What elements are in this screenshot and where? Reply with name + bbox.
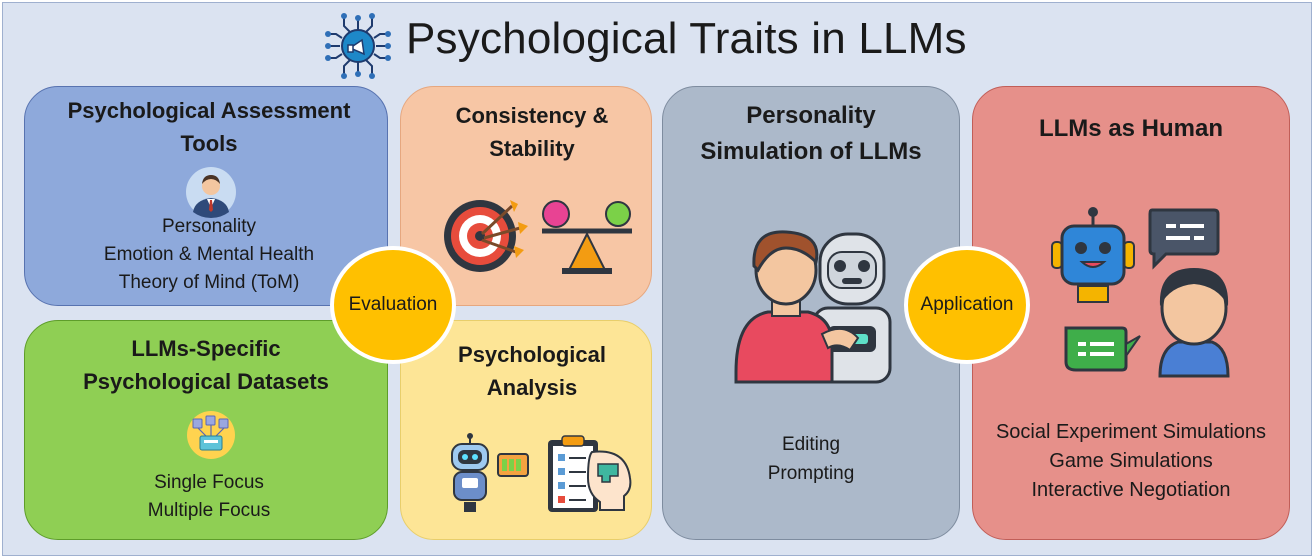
datasets-item: Single Focus bbox=[154, 472, 264, 493]
datasets-heading-line2: Psychological Datasets bbox=[83, 369, 329, 394]
assessment-items: Personality Emotion & Mental Health Theo… bbox=[24, 213, 394, 297]
human-item: Game Simulations bbox=[1049, 450, 1213, 472]
assessment-heading-line2: Tools bbox=[180, 131, 238, 156]
human-heading: LLMs as Human bbox=[1038, 115, 1224, 142]
robot-head-icon bbox=[1051, 207, 1135, 303]
personality-heading-line1: Personality bbox=[746, 102, 876, 129]
personality-item: Prompting bbox=[767, 463, 855, 484]
personality-heading-line2: Simulation of LLMs bbox=[700, 138, 922, 165]
analysis-heading-line1: Psychological bbox=[458, 342, 606, 367]
human-robot-icon bbox=[734, 230, 892, 384]
assessment-heading: Psychological Assessment Tools bbox=[24, 94, 394, 160]
datasets-items: Single Focus Multiple Focus bbox=[24, 469, 394, 525]
personality-heading: Personality Simulation of LLMs bbox=[662, 98, 960, 170]
dataset-network-icon bbox=[187, 411, 235, 459]
personality-item: Editing bbox=[781, 434, 841, 455]
robot-battery-icon bbox=[451, 433, 529, 512]
human-item: Social Experiment Simulations bbox=[995, 421, 1267, 443]
consistency-heading-line2: Stability bbox=[489, 136, 575, 161]
assessment-item: Theory of Mind (ToM) bbox=[118, 272, 300, 293]
analysis-heading: Psychological Analysis bbox=[410, 338, 654, 404]
businessman-avatar-icon bbox=[186, 167, 236, 218]
clipboard-mind-icon bbox=[548, 435, 632, 512]
datasets-heading-line1: LLMs-Specific bbox=[131, 336, 281, 361]
human-items: Social Experiment Simulations Game Simul… bbox=[972, 418, 1290, 505]
application-circle: Application bbox=[904, 246, 1030, 364]
chat-bubbles-person-icon bbox=[1064, 208, 1230, 378]
consistency-heading-line1: Consistency & bbox=[455, 103, 609, 128]
network-megaphone-icon bbox=[325, 13, 391, 79]
balance-scale-icon bbox=[542, 200, 632, 274]
personality-items: Editing Prompting bbox=[662, 430, 960, 488]
consistency-heading: Consistency & Stability bbox=[410, 99, 654, 165]
assessment-item: Personality bbox=[162, 216, 256, 237]
datasets-heading: LLMs-Specific Psychological Datasets bbox=[24, 332, 388, 398]
human-item: Interactive Negotiation bbox=[1031, 479, 1231, 501]
target-arrows-icon bbox=[444, 200, 528, 272]
datasets-item: Multiple Focus bbox=[147, 500, 271, 521]
evaluation-circle: Evaluation bbox=[330, 246, 456, 364]
assessment-item: Emotion & Mental Health bbox=[103, 244, 315, 265]
analysis-heading-line2: Analysis bbox=[486, 375, 578, 400]
assessment-heading-line1: Psychological Assessment bbox=[67, 98, 351, 123]
diagram-title: Psychological Traits in LLMs bbox=[406, 14, 967, 63]
